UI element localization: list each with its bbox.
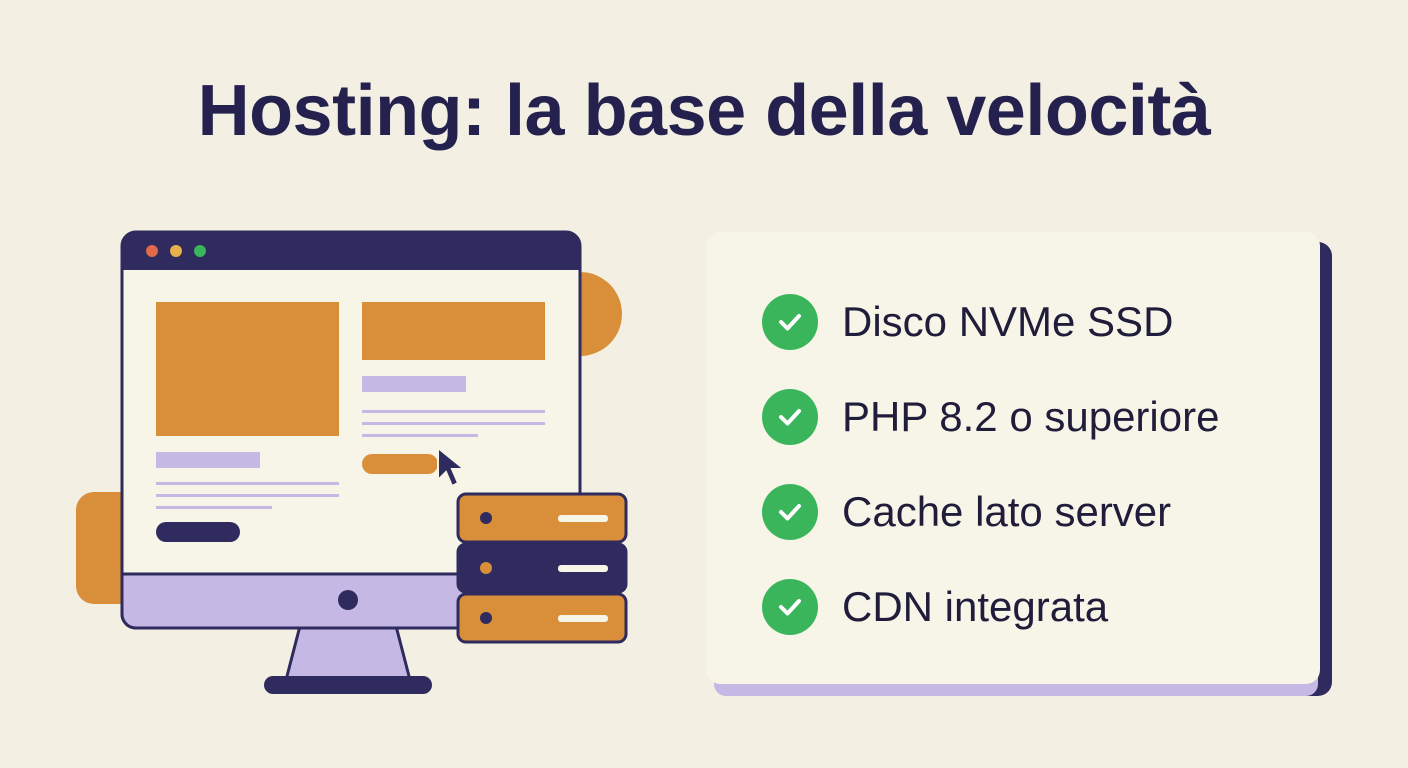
page-title: Hosting: la base della velocità xyxy=(197,71,1211,151)
check-icon xyxy=(762,579,818,635)
feature-list: Disco NVMe SSD PHP 8.2 o superiore Cache… xyxy=(762,290,1219,670)
feature-label: Cache lato server xyxy=(842,488,1172,535)
list-item: PHP 8.2 o superiore xyxy=(762,385,1219,449)
webpage-content xyxy=(156,302,545,542)
list-item: Disco NVMe SSD xyxy=(762,290,1219,354)
power-button xyxy=(338,590,358,610)
feature-label: PHP 8.2 o superiore xyxy=(842,393,1220,440)
website-hosting-illustration xyxy=(76,230,628,694)
check-icon xyxy=(762,294,818,350)
list-item: Cache lato server xyxy=(762,480,1219,544)
feature-label: Disco NVMe SSD xyxy=(842,298,1174,345)
server-stack-icon xyxy=(456,492,628,644)
window-minimize-dot xyxy=(170,245,182,257)
list-item: CDN integrata xyxy=(762,575,1219,639)
check-icon xyxy=(762,389,818,445)
window-maximize-dot xyxy=(194,245,206,257)
feature-label: CDN integrata xyxy=(842,583,1109,630)
monitor-stand xyxy=(264,624,432,694)
cursor-icon xyxy=(437,445,467,488)
window-close-dot xyxy=(146,245,158,257)
check-icon xyxy=(762,484,818,540)
